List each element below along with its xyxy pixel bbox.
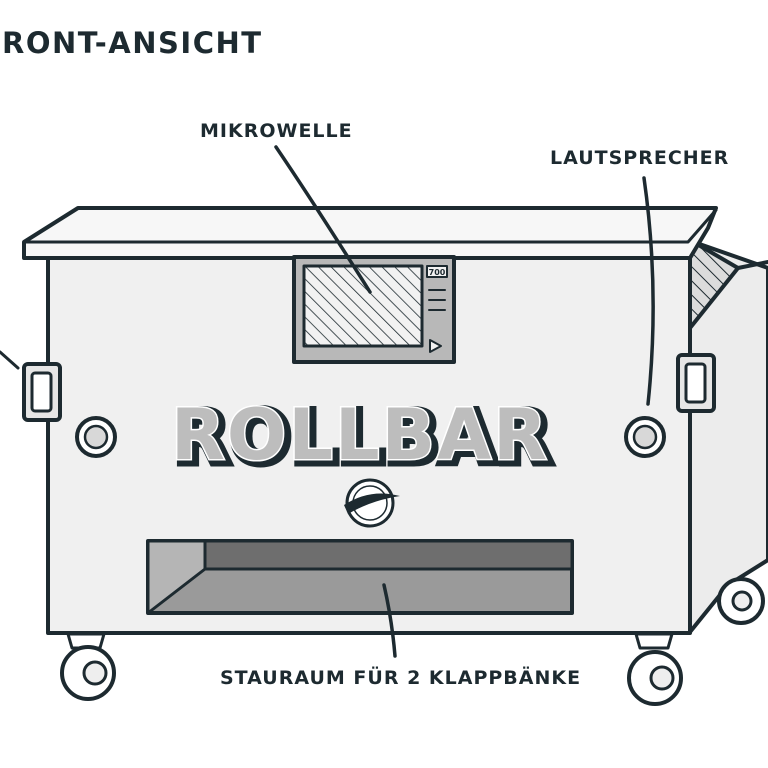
front-left-caster xyxy=(60,632,116,701)
emblem-logo xyxy=(344,478,400,528)
countertop xyxy=(22,206,718,260)
right-handle xyxy=(676,353,716,413)
rear-right-caster xyxy=(717,577,765,625)
leader-microwave xyxy=(274,145,372,294)
leader-storage xyxy=(382,583,397,658)
brand-shadow: ROLLBAR xyxy=(175,397,553,479)
leader-speaker xyxy=(642,176,655,406)
right-speaker xyxy=(624,416,666,458)
microwave-display: 700 xyxy=(429,268,446,277)
storage-slot xyxy=(146,539,574,615)
label-speaker: LAUTSPRECHER xyxy=(550,147,730,169)
left-handle xyxy=(22,362,62,422)
left-speaker xyxy=(75,416,117,458)
label-microwave: MIKROWELLE xyxy=(200,120,353,142)
left-handle-pointer xyxy=(0,350,20,370)
label-storage: STAURAUM FÜR 2 KLAPPBÄNKE xyxy=(220,667,582,689)
brand-lettering: ROLLBAR xyxy=(171,394,549,476)
side-panel xyxy=(686,238,768,634)
front-right-caster xyxy=(627,632,683,706)
view-title: RONT-ANSICHT xyxy=(2,26,263,60)
microwave xyxy=(292,255,456,364)
